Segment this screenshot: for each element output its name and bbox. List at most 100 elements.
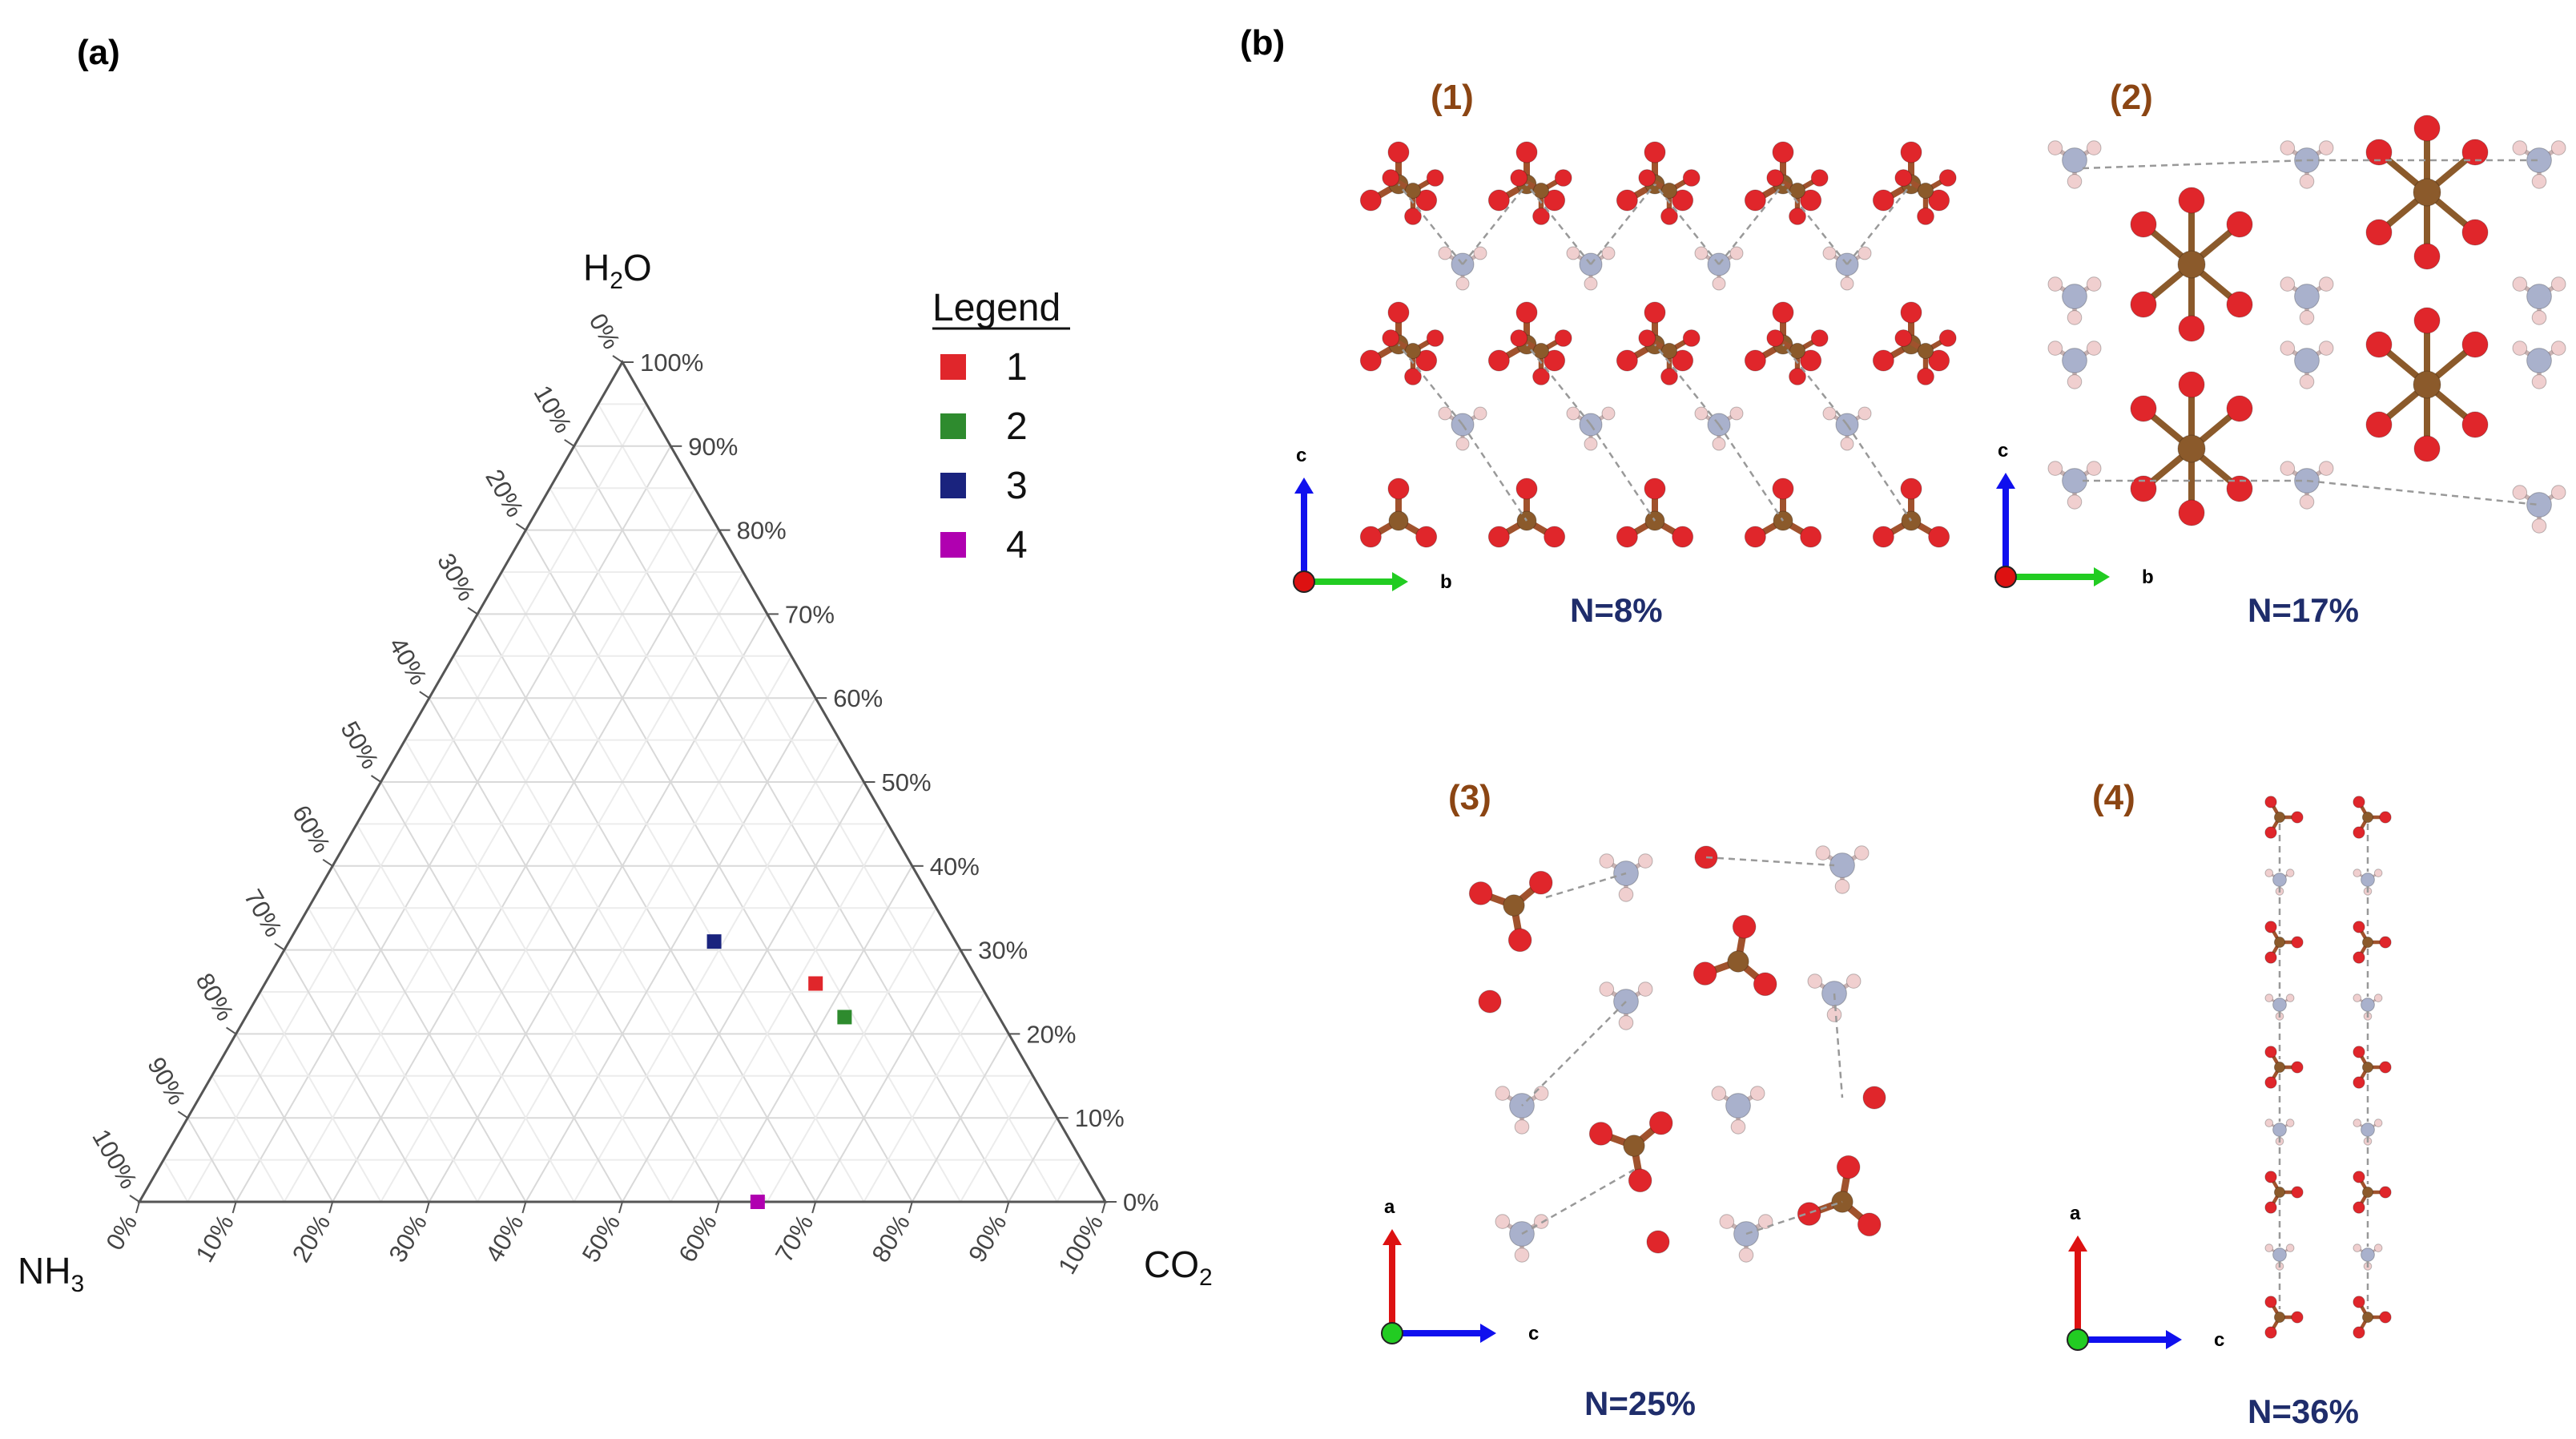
oxygen-atom <box>1532 368 1550 385</box>
grid-line-nh3 <box>259 991 382 1203</box>
oxygen-atom <box>1487 189 1510 212</box>
oxygen-atom <box>2264 1046 2277 1058</box>
panel-label-b: (b) <box>1240 23 1285 62</box>
oxygen-atom <box>1544 349 1566 372</box>
tick-label-co2: 20% <box>287 1210 336 1267</box>
tick-label-nh3: 90% <box>142 1052 191 1109</box>
nitrogen-atom <box>1725 1093 1751 1119</box>
hydrogen-atom <box>1822 246 1837 260</box>
oxygen-atom <box>1415 526 1438 548</box>
hydrogen-atom <box>1637 982 1653 997</box>
hydrogen-atom <box>2512 276 2528 292</box>
axis-arrow-head <box>1480 1324 1496 1343</box>
hydrogen-atom <box>2318 140 2334 155</box>
hydrogen-bond <box>1782 344 1848 425</box>
hydrogen-bond <box>1462 183 1527 265</box>
tick-label-co2: 70% <box>770 1210 819 1267</box>
hydrogen-atom <box>1757 1214 1773 1229</box>
oxygen-atom <box>1766 169 1785 187</box>
oxygen-atom <box>1382 169 1400 187</box>
hydrogen-atom <box>2373 994 2383 1002</box>
nitrogen-atom <box>2272 1123 2287 1137</box>
carbon-atom <box>1404 182 1422 200</box>
hydrogen-atom <box>1601 246 1616 260</box>
hydrogen-atom <box>2086 461 2102 476</box>
oxygen-atom <box>2413 243 2441 270</box>
structure-4-n-label: N=36% <box>2248 1393 2359 1430</box>
tick-mark-nh3 <box>370 775 382 783</box>
hydrogen-atom <box>2373 1244 2383 1252</box>
oxygen-atom <box>2353 1296 2365 1308</box>
nitrogen-atom <box>2062 147 2087 173</box>
oxygen-atom <box>2461 139 2489 166</box>
oxygen-atom <box>1900 478 1922 500</box>
legend-title: Legend <box>932 287 1061 329</box>
hydrogen-atom <box>2280 341 2296 356</box>
oxygen-atom <box>2353 1046 2365 1058</box>
tick-label-co2: 10% <box>190 1210 239 1267</box>
oxygen-atom <box>2291 1186 2304 1199</box>
oxygen-atom <box>2264 1326 2277 1339</box>
oxygen-atom <box>1862 1086 1886 1110</box>
hydrogen-atom <box>2285 994 2295 1002</box>
oxygen-atom <box>2264 1201 2277 1214</box>
oxygen-atom <box>1507 928 1532 953</box>
hydrogen-atom <box>1738 1248 1754 1263</box>
hydrogen-atom <box>2067 494 2083 510</box>
oxygen-atom <box>1528 870 1553 895</box>
axis-arrow-head <box>1294 478 1314 494</box>
legend-label-4: 4 <box>1006 524 1028 566</box>
oxygen-atom <box>2353 951 2365 964</box>
nitrogen-atom <box>2361 998 2375 1012</box>
oxygen-atom <box>2291 936 2304 949</box>
oxygen-atom <box>2353 1201 2365 1214</box>
oxygen-atom <box>2365 331 2393 358</box>
carbon-atom <box>1917 342 1934 360</box>
oxygen-atom <box>2130 395 2157 422</box>
hydrogen-atom <box>2299 494 2315 510</box>
oxygen-atom <box>1938 169 1957 187</box>
hydrogen-atom <box>1533 1214 1549 1229</box>
hydrogen-atom <box>2512 140 2528 155</box>
oxygen-atom <box>2379 1186 2392 1199</box>
carbon-atom <box>2177 434 2206 463</box>
oxygen-atom <box>1554 169 1572 187</box>
hydrogen-bond <box>1846 183 1912 265</box>
hydrogen-atom <box>2047 276 2063 292</box>
hydrogen-atom <box>2285 1244 2295 1252</box>
hydrogen-bond <box>1589 424 1656 522</box>
hydrogen-atom <box>1822 406 1837 421</box>
oxygen-atom <box>2130 211 2157 238</box>
oxygen-atom <box>1532 208 1550 225</box>
tick-label-nh3: 20% <box>480 465 529 522</box>
nitrogen-atom <box>2361 1123 2375 1137</box>
oxygen-atom <box>1672 526 1694 548</box>
legend-swatch-2 <box>940 413 966 439</box>
hydrogen-bond <box>1526 344 1592 425</box>
hydrogen-atom <box>2047 341 2063 356</box>
oxygen-atom <box>1426 329 1444 347</box>
oxygen-atom <box>1682 169 1701 187</box>
oxygen-atom <box>2365 139 2393 166</box>
hydrogen-atom <box>1729 246 1744 260</box>
oxygen-atom <box>1515 301 1538 324</box>
hydrogen-atom <box>1807 973 1823 989</box>
oxygen-atom <box>1616 349 1638 372</box>
grid-line-nh3 <box>356 823 575 1203</box>
hydrogen-atom <box>1749 1086 1765 1101</box>
carbon-atom <box>1532 342 1550 360</box>
oxygen-atom <box>2178 371 2205 398</box>
tick-mark-nh3 <box>564 438 575 447</box>
carbon-atom <box>2273 936 2286 949</box>
oxygen-atom <box>1836 1155 1861 1179</box>
oxygen-atom <box>1387 301 1410 324</box>
tick-label-co2: 30% <box>384 1210 433 1267</box>
oxygen-atom <box>2130 291 2157 318</box>
panel-label-a: (a) <box>77 33 120 72</box>
tick-mark-co2 <box>908 1201 913 1214</box>
structure-2-label: (2) <box>2110 78 2153 117</box>
legend-swatch-1 <box>940 354 966 380</box>
nitrogen-atom <box>2526 348 2552 373</box>
hydrogen-atom <box>1712 276 1726 291</box>
hydrogen-atom <box>1712 437 1726 451</box>
